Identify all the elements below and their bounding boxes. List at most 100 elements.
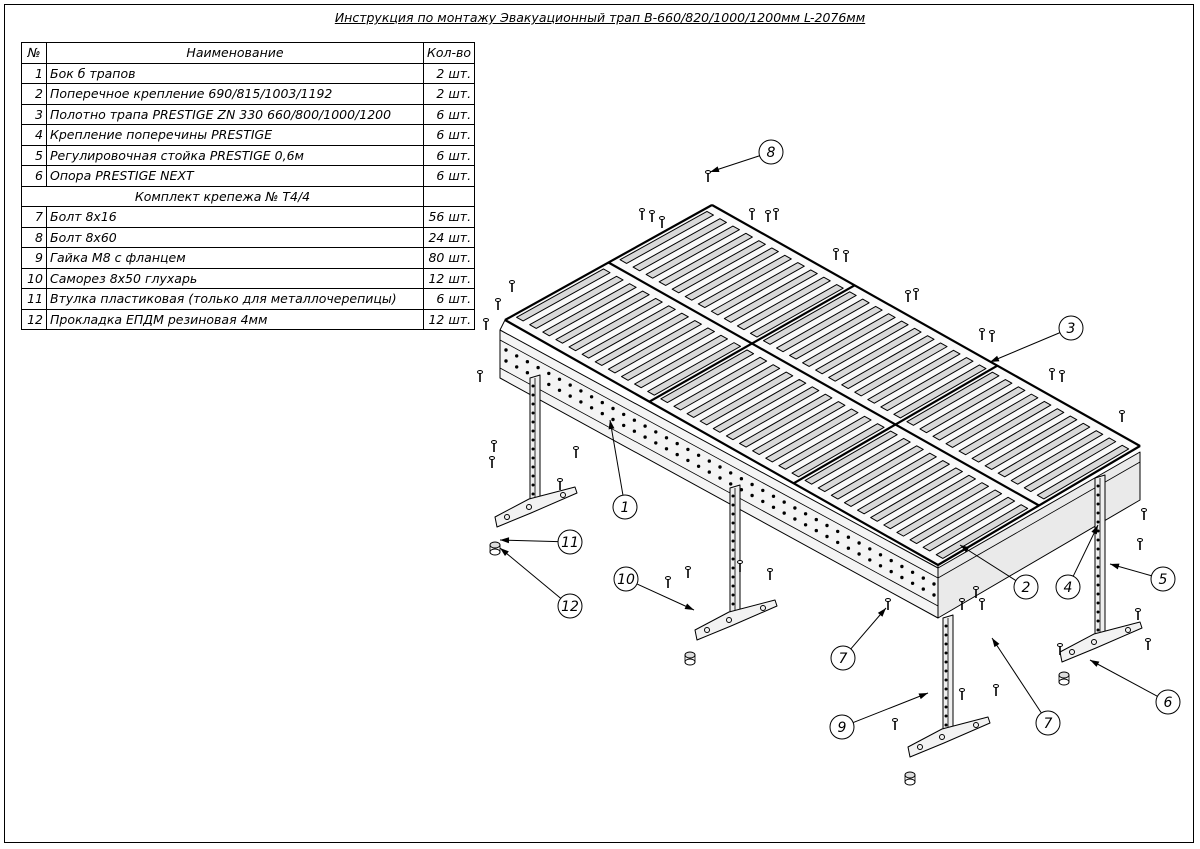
callout-number: 10 [617,572,635,588]
leader-arrow [1090,660,1100,667]
beam-hole [750,482,754,487]
panel-edge [504,204,713,321]
beam-hole [525,360,530,364]
leg-hole [1096,520,1100,524]
beam-hole [643,424,647,428]
row-qty: 2 шт. [422,62,476,84]
beam-hole [504,359,508,363]
beam-hole [707,470,711,474]
beam-hole [707,459,711,463]
beam-hole [921,576,925,580]
beam-hole [782,500,786,504]
bolt-head [491,440,497,444]
callout-circle [557,529,583,555]
leg-hole [531,465,535,469]
leg-hole [731,593,735,597]
callout-number: 7 [1044,716,1053,732]
leg-hole [944,723,948,727]
leg-hole [731,584,735,588]
bolt-head [685,566,691,570]
grate-slot [804,430,898,485]
grate-slot [684,247,779,301]
bolt-head [833,248,839,252]
beam-hole [515,354,519,358]
beam-hole [536,365,540,370]
beam-hole [600,400,604,405]
row-name: Регулировочная стойка PRESTIGE 0,6м [46,144,424,166]
beam-hole [910,581,915,585]
grate-slot [749,284,844,338]
callout-circle [1150,566,1176,592]
leg-hole [1096,619,1100,623]
beam-hole [632,418,637,422]
leader-arrow [1110,563,1120,570]
leader-line [499,547,562,599]
grate-slot [752,401,846,456]
grate-slot [870,467,963,522]
leg-hole [531,429,535,433]
grate-slot [673,356,768,411]
row-name: Болт 8х16 [46,206,424,228]
bolt-head [649,210,655,214]
bolt-head [1057,643,1063,647]
callout-number: 5 [1159,572,1168,588]
leg-hole [1096,502,1100,506]
leg-hole [944,660,948,664]
sheet-frame [4,4,1194,843]
leader-arrow [684,603,694,610]
beam-hole [675,452,679,457]
row-qty: 12 шт. [422,308,476,330]
grate-slot [516,268,611,322]
bolt-head [509,280,515,284]
row-qty: 24 шт. [422,226,476,248]
leg-hole [531,420,535,424]
callout-number: 8 [767,145,776,161]
beam-hole [589,395,594,399]
base-hole [1069,649,1075,655]
callout-circle [830,645,856,671]
grate-slot [607,320,702,374]
callout-circle [557,593,583,619]
grate-slot [815,320,909,375]
col-qty: Кол-во [422,42,476,64]
callout-2: 2 [959,544,1039,600]
beam-hole [836,540,840,545]
leader-line [609,419,624,496]
grate-slot [632,218,727,272]
bolt-head [973,586,979,590]
grate-slot [857,460,950,515]
grate-slot [699,371,794,426]
panel-edge [504,319,939,566]
bolt-head [1135,608,1141,612]
base-hole [917,744,923,750]
beam-hole [771,505,776,509]
leg-hole [731,512,735,516]
beam-hole [622,423,626,428]
leg-hole [531,474,535,478]
sheet-title: Инструкция по монтажу Эвакуационный трап… [334,10,866,25]
grate-slot [984,415,1078,470]
beam-hole [750,493,754,498]
grate-slot [828,327,922,382]
leg-hole [944,687,948,691]
beam-hole [782,511,786,515]
bolt-head [843,250,849,254]
rubber-bushing-bottom [1058,678,1070,686]
leader-line [636,583,695,611]
leg-hole [731,521,735,525]
beam-hole [568,394,572,398]
grate-slot [725,386,820,441]
leader-arrow [608,420,615,430]
bolt-head [767,568,773,572]
grate-slot [867,349,961,404]
beam-hole [654,430,658,434]
fastener-kit-label: Комплект крепежа № Т4/4 [21,185,424,207]
leg-hole [944,651,948,655]
bolt-head [737,560,743,564]
row-qty: 6 шт. [422,144,476,166]
